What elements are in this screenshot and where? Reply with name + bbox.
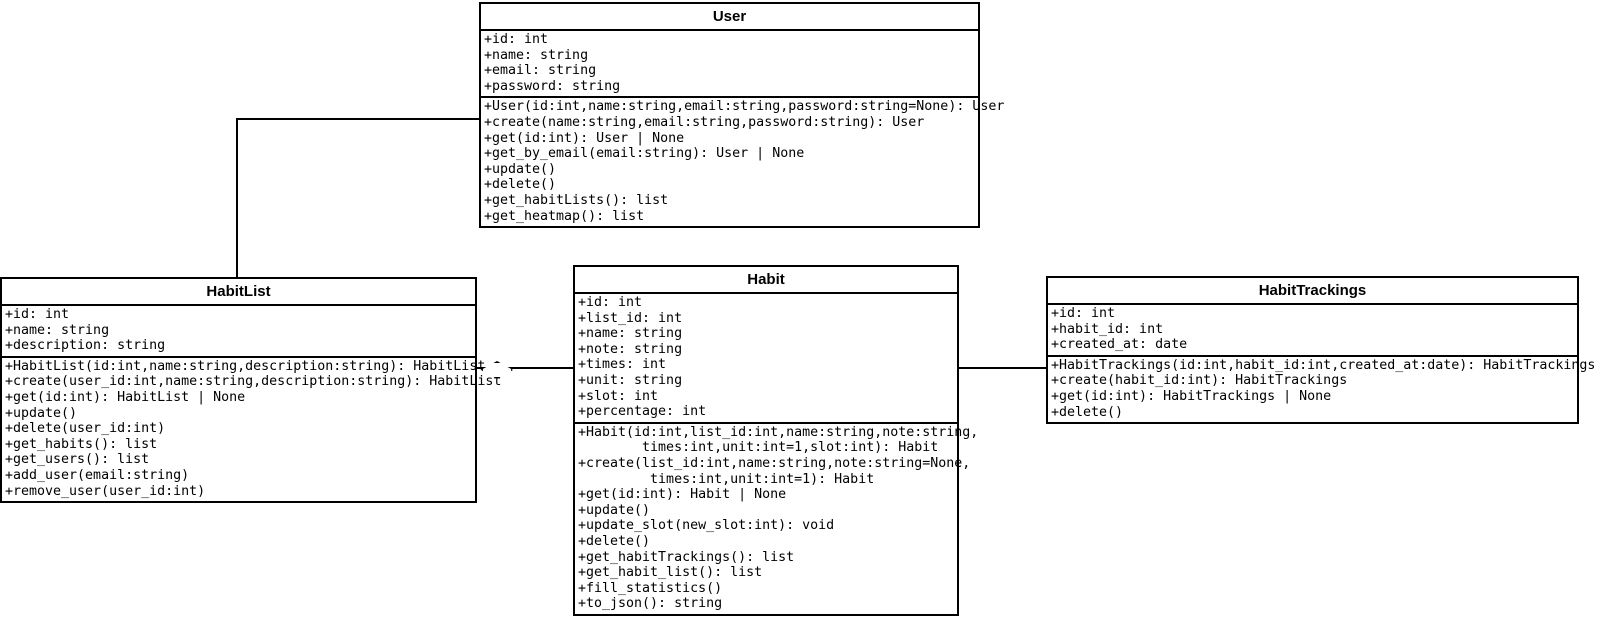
- method-row: +get_heatmap(): list: [484, 208, 645, 224]
- class-attributes-habit: +id: int +list_id: int +name: string +no…: [575, 294, 957, 424]
- method-row: +HabitList(id:int,name:string,descriptio…: [5, 358, 486, 374]
- class-title-user: User: [481, 4, 978, 31]
- class-box-habitlist[interactable]: HabitList +id: int +name: string +descri…: [0, 277, 502, 504]
- method-row: +to_json(): string: [578, 596, 723, 612]
- attribute-row: +habit_id: int: [1051, 321, 1164, 337]
- class-box-user[interactable]: User +id: int +name: string +email: stri…: [479, 2, 1005, 229]
- method-row: +get_users(): list: [5, 452, 150, 468]
- attribute-row: +created_at: date: [1051, 337, 1188, 353]
- method-row: +get_habitTrackings(): list: [578, 549, 795, 565]
- edge-user-habitlist-horizontal: [236, 118, 481, 120]
- method-row: +get(id:int): HabitTrackings | None: [1051, 388, 1332, 404]
- method-row: +get_habit_list(): list: [578, 565, 763, 581]
- attribute-row: +id: int: [5, 307, 70, 322]
- attribute-row: +list_id: int: [578, 310, 683, 326]
- attribute-row: +times: int: [578, 357, 667, 373]
- class-box-habit[interactable]: Habit +id: int +list_id: int +name: stri…: [573, 265, 979, 616]
- attribute-row: +percentage: int: [578, 404, 707, 420]
- method-row: +create(list_id:int,name:string,note:str…: [578, 455, 971, 471]
- edge-habitlist-habit: [476, 367, 575, 369]
- method-row: times:int,unit:int=1,slot:int): Habit: [578, 440, 939, 456]
- method-row: +fill_statistics(): [578, 580, 723, 596]
- method-row: +create(name:string,email:string,passwor…: [484, 114, 925, 130]
- method-row: +update(): [484, 161, 557, 177]
- method-row: +get_habitLists(): list: [484, 192, 669, 208]
- class-methods-user: +User(id:int,name:string,email:string,pa…: [481, 98, 1005, 226]
- edge-user-habitlist-vertical: [236, 118, 238, 278]
- method-row: +update(): [578, 502, 651, 518]
- class-methods-habitlist: +HabitList(id:int,name:string,descriptio…: [2, 358, 502, 501]
- attribute-row: +id: int: [484, 32, 549, 47]
- method-row: +Habit(id:int,list_id:int,name:string,no…: [578, 424, 979, 440]
- attribute-row: +name: string: [5, 322, 110, 338]
- attribute-row: +email: string: [484, 63, 597, 79]
- method-row: +get(id:int): Habit | None: [578, 487, 787, 503]
- attribute-row: +name: string: [578, 326, 683, 342]
- class-methods-habit: +Habit(id:int,list_id:int,name:string,no…: [575, 424, 979, 614]
- class-methods-habittrackings: +HabitTrackings(id:int,habit_id:int,crea…: [1048, 357, 1596, 422]
- method-row: +add_user(email:string): [5, 467, 190, 483]
- method-row: +get_by_email(email:string): User | None: [484, 146, 805, 162]
- class-attributes-habitlist: +id: int +name: string +description: str…: [2, 306, 475, 358]
- attribute-row: +note: string: [578, 341, 683, 357]
- class-title-habitlist: HabitList: [2, 279, 475, 306]
- aggregation-diamond-icon: [481, 361, 513, 379]
- attribute-row: +name: string: [484, 47, 589, 63]
- method-row: +delete(): [578, 533, 651, 549]
- edge-habit-habittrackings: [957, 367, 1048, 369]
- method-row: +delete(user_id:int): [5, 421, 166, 437]
- attribute-row: +password: string: [484, 78, 621, 94]
- method-row: +get(id:int): User | None: [484, 130, 685, 146]
- class-box-habittrackings[interactable]: HabitTrackings +id: int +habit_id: int +…: [1046, 276, 1596, 425]
- attribute-row: +description: string: [5, 338, 166, 354]
- class-attributes-habittrackings: +id: int +habit_id: int +created_at: dat…: [1048, 305, 1577, 357]
- method-row: times:int,unit:int=1): Habit: [578, 471, 875, 487]
- method-row: +get_habits(): list: [5, 436, 158, 452]
- class-attributes-user: +id: int +name: string +email: string +p…: [481, 31, 978, 99]
- method-row: +delete(): [484, 177, 557, 193]
- attribute-row: +slot: int: [578, 388, 659, 404]
- method-row: +HabitTrackings(id:int,habit_id:int,crea…: [1051, 357, 1596, 373]
- method-row: +update_slot(new_slot:int): void: [578, 518, 835, 534]
- attribute-row: +unit: string: [578, 372, 683, 388]
- method-row: +create(habit_id:int): HabitTrackings: [1051, 373, 1348, 389]
- attribute-row: +id: int: [578, 295, 643, 310]
- method-row: +delete(): [1051, 404, 1124, 420]
- method-row: +remove_user(user_id:int): [5, 483, 206, 499]
- class-title-habit: Habit: [575, 267, 957, 294]
- method-row: +User(id:int,name:string,email:string,pa…: [484, 99, 1005, 115]
- method-row: +create(user_id:int,name:string,descript…: [5, 374, 502, 390]
- method-row: +get(id:int): HabitList | None: [5, 389, 246, 405]
- class-title-habittrackings: HabitTrackings: [1048, 278, 1577, 305]
- attribute-row: +id: int: [1051, 306, 1116, 321]
- method-row: +update(): [5, 405, 78, 421]
